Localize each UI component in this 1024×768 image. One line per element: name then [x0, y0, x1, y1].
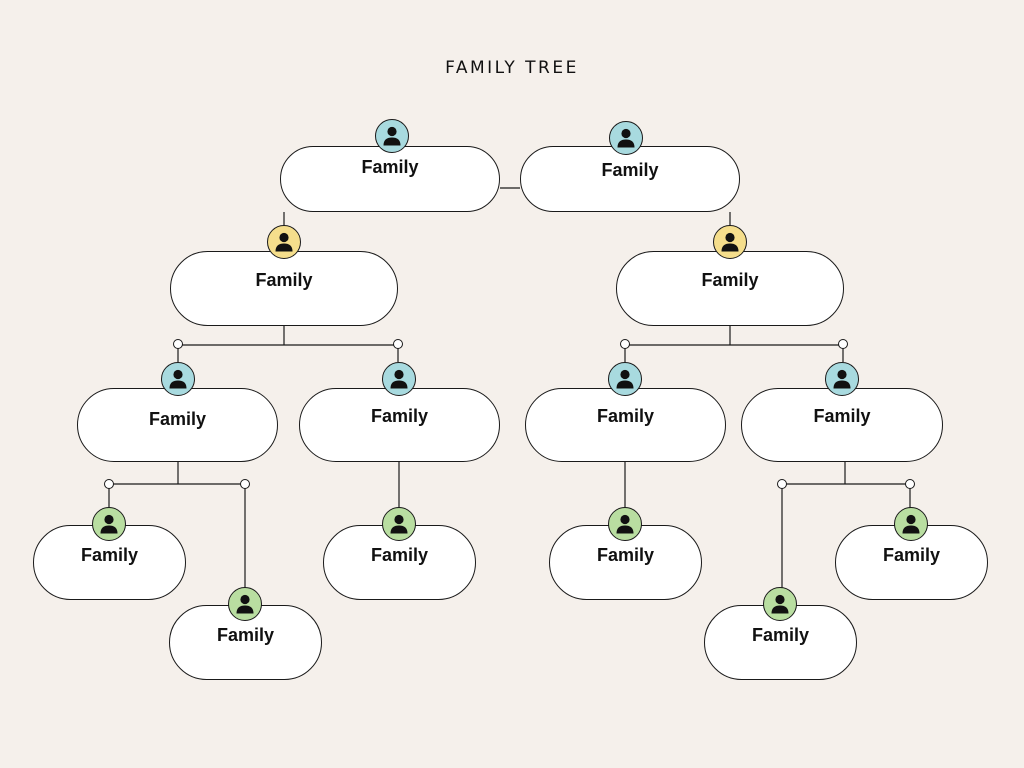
connector-dot: [173, 339, 183, 349]
member-label: Family: [701, 270, 759, 290]
member-label: Family: [148, 409, 207, 429]
member-label: Family: [596, 406, 655, 426]
member-node-gp-right[interactable]: Family: [520, 146, 740, 212]
member-node-parent-left[interactable]: Family: [170, 251, 398, 326]
member-label: Family: [751, 625, 810, 645]
person-icon: [161, 362, 195, 396]
connector-dot: [838, 339, 848, 349]
connector-dot: [777, 479, 787, 489]
member-node-grandchild-1[interactable]: Family: [33, 525, 186, 600]
member-node-child-2[interactable]: Family: [299, 388, 500, 462]
member-node-grandchild-5[interactable]: Family: [704, 605, 857, 680]
person-icon: [713, 225, 747, 259]
connector-dot: [240, 479, 250, 489]
person-icon: [608, 507, 642, 541]
member-label: Family: [370, 406, 429, 426]
member-label: Family: [361, 157, 419, 177]
member-label: Family: [255, 270, 313, 290]
connector-dot: [393, 339, 403, 349]
person-icon: [825, 362, 859, 396]
member-node-child-4[interactable]: Family: [741, 388, 943, 462]
member-label: Family: [882, 545, 941, 565]
member-node-grandchild-3[interactable]: Family: [323, 525, 476, 600]
member-label: Family: [216, 625, 275, 645]
connector-dot: [104, 479, 114, 489]
member-node-child-3[interactable]: Family: [525, 388, 726, 462]
person-icon: [609, 121, 643, 155]
member-label: Family: [601, 160, 659, 180]
person-icon: [267, 225, 301, 259]
person-icon: [763, 587, 797, 621]
member-label: Family: [80, 545, 139, 565]
connector-dot: [905, 479, 915, 489]
person-icon: [382, 507, 416, 541]
person-icon: [382, 362, 416, 396]
person-icon: [375, 119, 409, 153]
person-icon: [92, 507, 126, 541]
person-icon: [608, 362, 642, 396]
member-node-gp-left[interactable]: Family: [280, 146, 500, 212]
member-label: Family: [813, 406, 871, 426]
member-label: Family: [370, 545, 429, 565]
member-label: Family: [596, 545, 655, 565]
person-icon: [228, 587, 262, 621]
member-node-child-1[interactable]: Family: [77, 388, 278, 462]
person-icon: [894, 507, 928, 541]
diagram-title: FAMILY TREE: [445, 58, 579, 78]
connector-dot: [620, 339, 630, 349]
member-node-parent-right[interactable]: Family: [616, 251, 844, 326]
